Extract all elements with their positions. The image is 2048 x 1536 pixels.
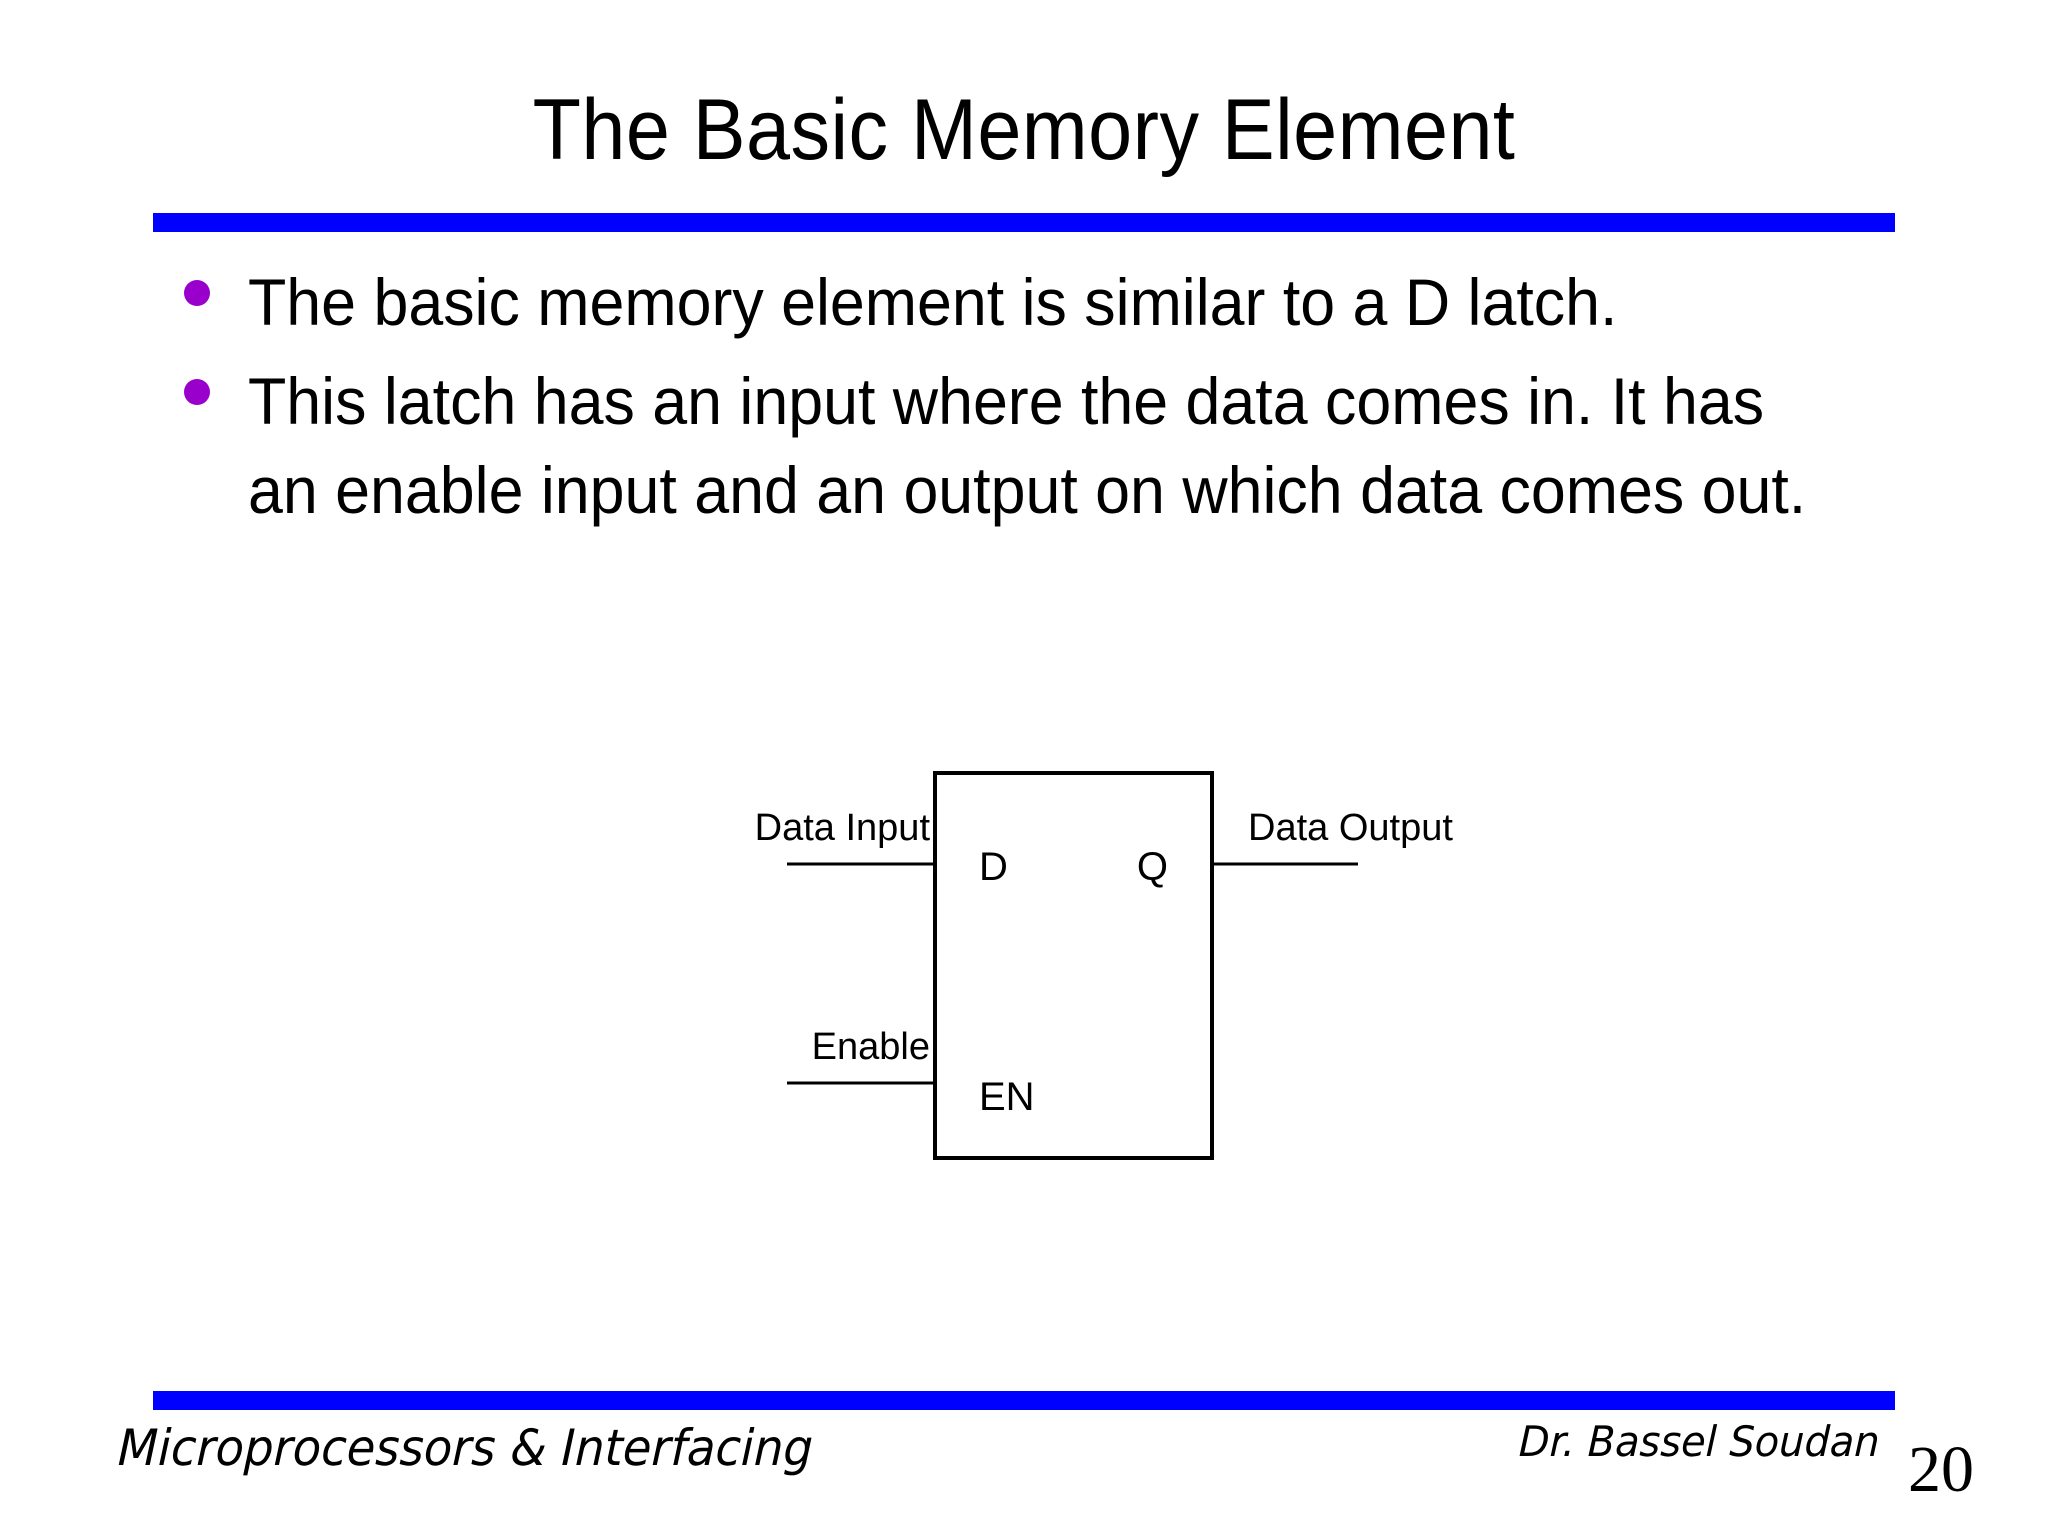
pin-en-label: EN <box>979 1075 1035 1119</box>
bullet-list: The basic memory element is similar to a… <box>170 258 1910 545</box>
footer-divider-rule <box>153 1391 1895 1410</box>
pin-q-label: Q <box>1137 845 1168 889</box>
enable-label: Enable <box>812 1026 930 1068</box>
page-title: The Basic Memory Element <box>532 82 1516 178</box>
data-input-label: Data Input <box>755 807 931 849</box>
footer-author-name: Dr. Bassel Soudan <box>1518 1417 1881 1466</box>
page-number: 20 <box>1908 1433 1974 1506</box>
bullet-point-icon <box>184 280 210 306</box>
data-output-label: Data Output <box>1248 807 1453 849</box>
title-divider-rule <box>153 213 1895 232</box>
footer-course-title: Microprocessors & Interfacing <box>117 1419 814 1477</box>
bullet-point-icon <box>184 379 210 405</box>
latch-box <box>933 771 1214 1160</box>
list-item-text: The basic memory element is similar to a… <box>248 265 1618 339</box>
pin-d-label: D <box>979 845 1008 889</box>
list-item-text: This latch has an input where the data c… <box>248 364 1807 527</box>
list-item: This latch has an input where the data c… <box>170 357 1910 535</box>
list-item: The basic memory element is similar to a… <box>170 258 1910 347</box>
